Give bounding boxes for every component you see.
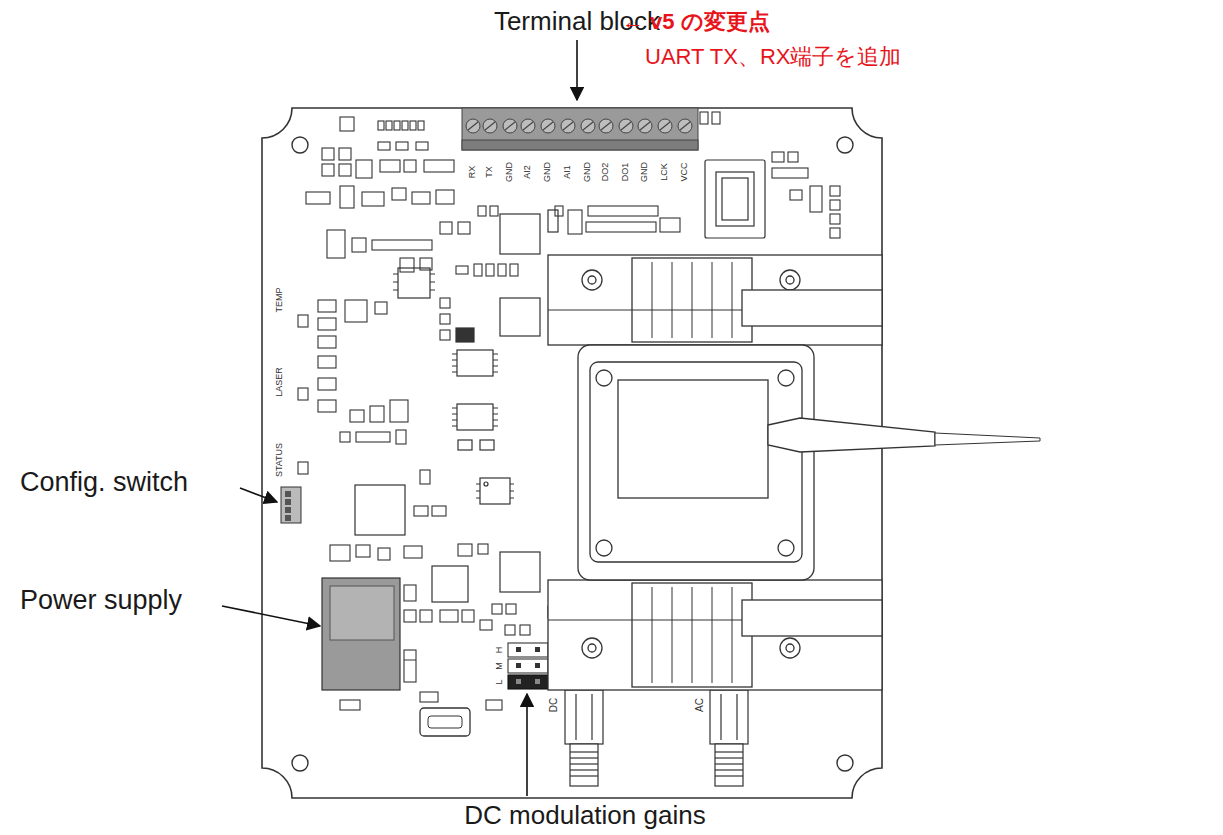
led-label: LASER (275, 367, 285, 397)
pin-label: GND (543, 162, 553, 182)
jumper-label: H (495, 647, 505, 654)
laser-module (548, 255, 1040, 690)
pcb-outline (262, 108, 882, 798)
sma-connectors (565, 690, 748, 786)
power-jack (322, 578, 416, 690)
pin-label: DO1 (621, 163, 631, 182)
pin-label: GND (640, 162, 650, 182)
pin-label: GND (583, 162, 593, 182)
ic-pins (393, 274, 514, 498)
pin-label: LCK (660, 163, 670, 181)
terminal-block (462, 108, 698, 150)
connector-label: DC (548, 698, 559, 712)
jumper-label: L (495, 679, 505, 684)
pin-label: AI1 (563, 165, 573, 179)
usb-connector (420, 708, 470, 736)
callout-label: Config. switch (20, 468, 188, 498)
pin-label: GND (505, 162, 515, 182)
connector-label: AC (694, 698, 705, 712)
led-label: TEMP (275, 287, 285, 312)
pin-label: RX (468, 166, 478, 179)
jumper-headers (508, 643, 548, 689)
led-label: STATUS (275, 443, 285, 477)
pin-label: TX (485, 166, 495, 178)
pin-label: AI2 (523, 165, 533, 179)
pin-label: DO2 (601, 163, 611, 182)
callout-label: Power supply (20, 586, 182, 616)
change-note: ← v5 の変更点 (622, 10, 770, 34)
callout-label: DC modulation gains (464, 801, 705, 830)
pin-label: VCC (680, 162, 690, 181)
dip-switch (281, 487, 301, 523)
jumper-label: M (495, 662, 505, 670)
change-note: UART TX、RX端子を追加 (645, 45, 901, 69)
leader-arrows (222, 40, 577, 796)
